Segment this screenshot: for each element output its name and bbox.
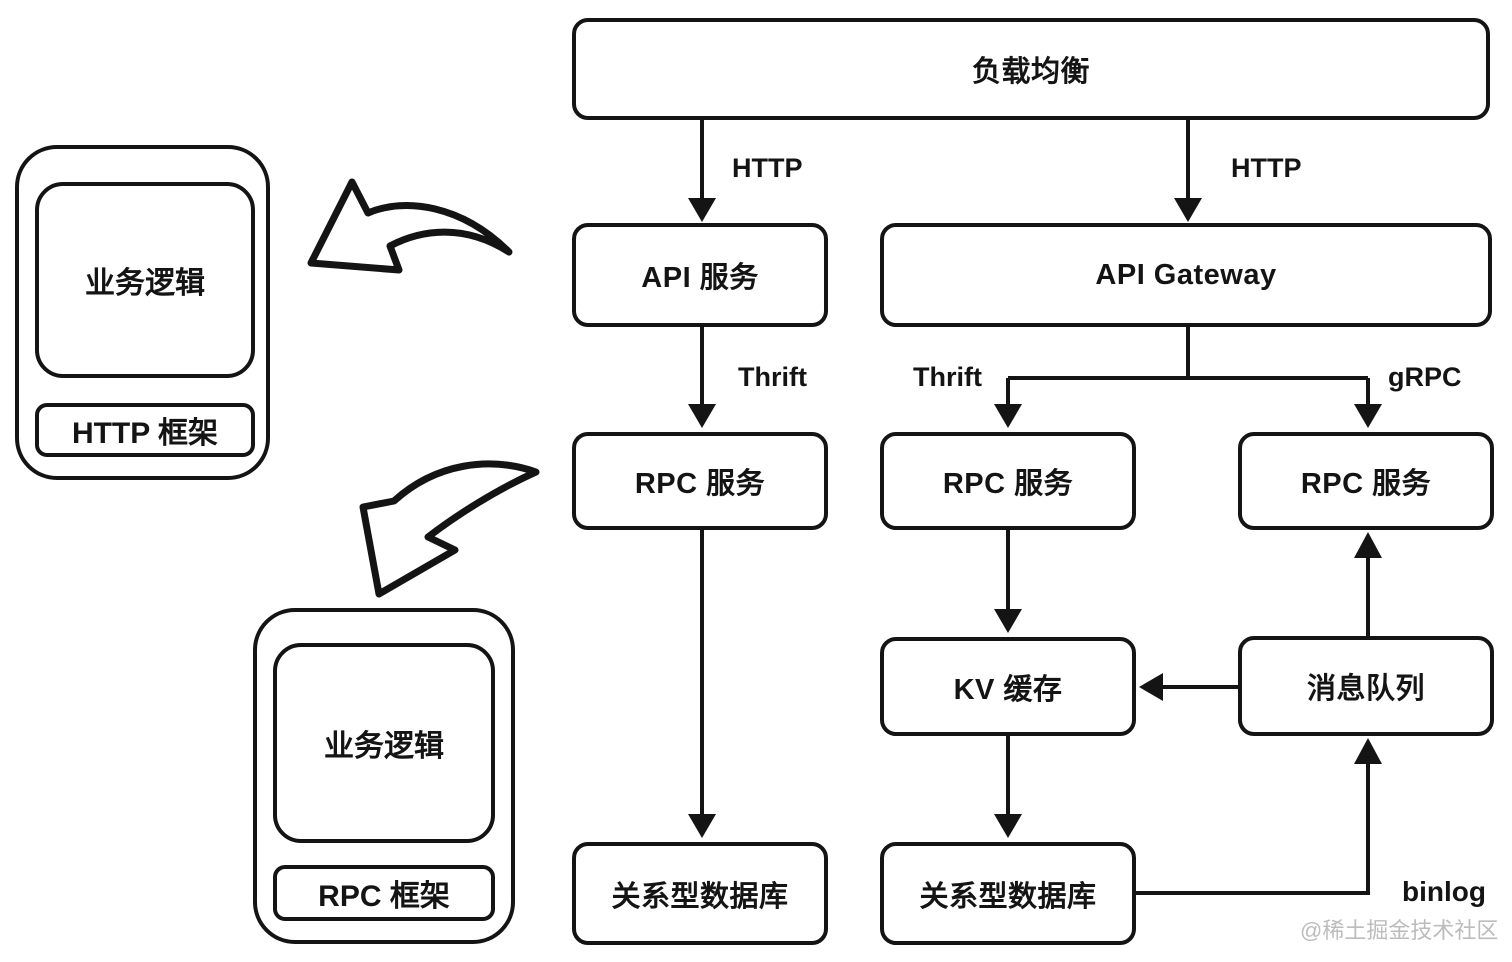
node-message-queue: 消息队列 <box>1238 636 1494 736</box>
arrowhead-down-icon <box>994 404 1022 428</box>
node-rpc-service-right: RPC 服务 <box>1238 432 1494 530</box>
arrowhead-up-icon <box>1354 532 1382 558</box>
edge-db-mid-binlog-to-mq <box>1135 762 1370 895</box>
node-load-balancer: 负载均衡 <box>572 18 1490 120</box>
curved-arrow-to-http-stack-icon <box>307 178 513 274</box>
node-rpc-service-mid: RPC 服务 <box>880 432 1136 530</box>
arrowhead-down-icon <box>1354 404 1382 428</box>
http-stack-business-logic: 业务逻辑 <box>35 182 255 378</box>
arrowhead-down-icon <box>1174 198 1202 222</box>
rpc-stack-business-logic: 业务逻辑 <box>273 643 495 843</box>
http-stack-framework: HTTP 框架 <box>35 403 255 457</box>
arrowhead-down-icon <box>994 814 1022 838</box>
arrowhead-down-icon <box>688 814 716 838</box>
node-api-service: API 服务 <box>572 223 828 327</box>
arrowhead-left-icon <box>1139 673 1163 701</box>
node-kv-cache: KV 缓存 <box>880 637 1136 736</box>
arrowhead-down-icon <box>994 609 1022 633</box>
node-api-gateway: API Gateway <box>880 223 1492 327</box>
curved-arrow-to-rpc-stack-icon <box>359 460 540 598</box>
node-rpc-service-left: RPC 服务 <box>572 432 828 530</box>
edge-label-http-left: HTTP <box>732 153 803 183</box>
watermark: @稀土掘金技术社区 <box>1300 918 1499 943</box>
edge-label-binlog: binlog <box>1402 876 1486 907</box>
node-relational-db-left: 关系型数据库 <box>572 842 828 945</box>
arrowhead-up-icon <box>1354 738 1382 764</box>
edge-gateway-split <box>1006 327 1370 406</box>
node-relational-db-mid: 关系型数据库 <box>880 842 1136 945</box>
connector-lines <box>700 120 1370 895</box>
edge-label-thrift-left: Thrift <box>738 362 807 392</box>
edge-label-thrift-mid: Thrift <box>913 362 982 392</box>
curved-arrows <box>307 178 540 598</box>
arrowhead-down-icon <box>688 198 716 222</box>
arrowhead-down-icon <box>688 404 716 428</box>
edge-label-grpc: gRPC <box>1388 362 1462 392</box>
rpc-stack-framework: RPC 框架 <box>273 865 495 921</box>
arrowheads <box>688 198 1382 838</box>
edge-label-http-right: HTTP <box>1231 153 1302 183</box>
